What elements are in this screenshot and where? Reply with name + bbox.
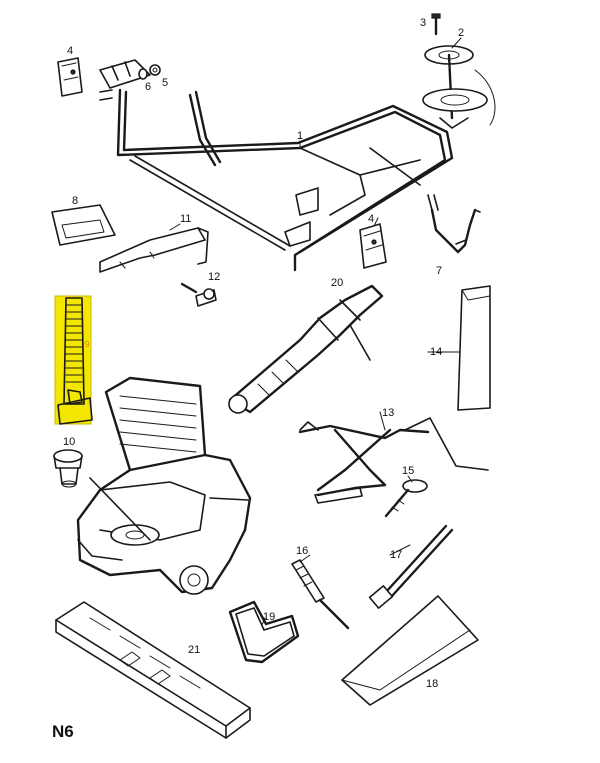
label-20: 20	[331, 277, 343, 289]
part-4-bracket-top[interactable]	[57, 57, 83, 97]
part-18-wedge[interactable]	[341, 595, 479, 706]
part-17-bar-wrench[interactable]	[368, 524, 454, 609]
label-14: 14	[430, 346, 442, 358]
part-4-bracket-middle[interactable]	[359, 223, 387, 269]
part-2-wheel-clamp[interactable]	[422, 45, 496, 129]
part-5-nut[interactable]	[149, 64, 161, 76]
label-5: 5	[162, 77, 168, 89]
label-17: 17	[390, 549, 402, 561]
label-19: 19	[263, 611, 275, 623]
part-1-carrier-frame[interactable]	[99, 59, 454, 272]
part-6-washer[interactable]	[138, 68, 148, 80]
part-12-rivet[interactable]	[180, 282, 217, 307]
label-2: 2	[458, 27, 464, 39]
label-11: 11	[180, 213, 191, 225]
label-7: 7	[436, 265, 442, 277]
label-21: 21	[188, 644, 200, 656]
label-12: 12	[208, 271, 220, 283]
label-6: 6	[145, 81, 151, 93]
part-19-loop[interactable]	[228, 600, 300, 664]
part-11-strap-band[interactable]	[99, 227, 209, 273]
part-10-socket[interactable]	[53, 449, 83, 488]
part-9-jack[interactable]: 9	[54, 295, 93, 425]
label-16: 16	[296, 545, 308, 557]
svg-text:9: 9	[85, 340, 90, 349]
label-4-middle: 4	[368, 213, 374, 225]
car-illustration	[76, 376, 252, 595]
part-20-wrench[interactable]	[228, 284, 384, 414]
label-3: 3	[420, 17, 426, 29]
part-14-sleeve[interactable]	[457, 285, 491, 411]
leader-lines	[169, 26, 462, 626]
label-1: 1	[297, 130, 303, 142]
part-16-screwdriver[interactable]	[291, 559, 350, 630]
part-8-plate[interactable]	[51, 204, 116, 246]
label-4-top: 4	[67, 45, 73, 57]
part-15-fastener[interactable]	[384, 479, 428, 518]
part-13-scissor-jack[interactable]	[298, 417, 489, 504]
label-13: 13	[382, 407, 394, 419]
label-8: 8	[72, 195, 78, 207]
label-15: 15	[402, 465, 414, 477]
label-10: 10	[63, 436, 75, 448]
part-7-strap[interactable]	[427, 194, 481, 254]
label-18: 18	[426, 678, 438, 690]
part-labels: 1 2 3 4 5 6 4 7 8 11 12 20 14 13 10 15 1…	[63, 17, 464, 690]
part-21-tray[interactable]	[55, 601, 251, 739]
diagram-code: N6	[52, 722, 74, 741]
